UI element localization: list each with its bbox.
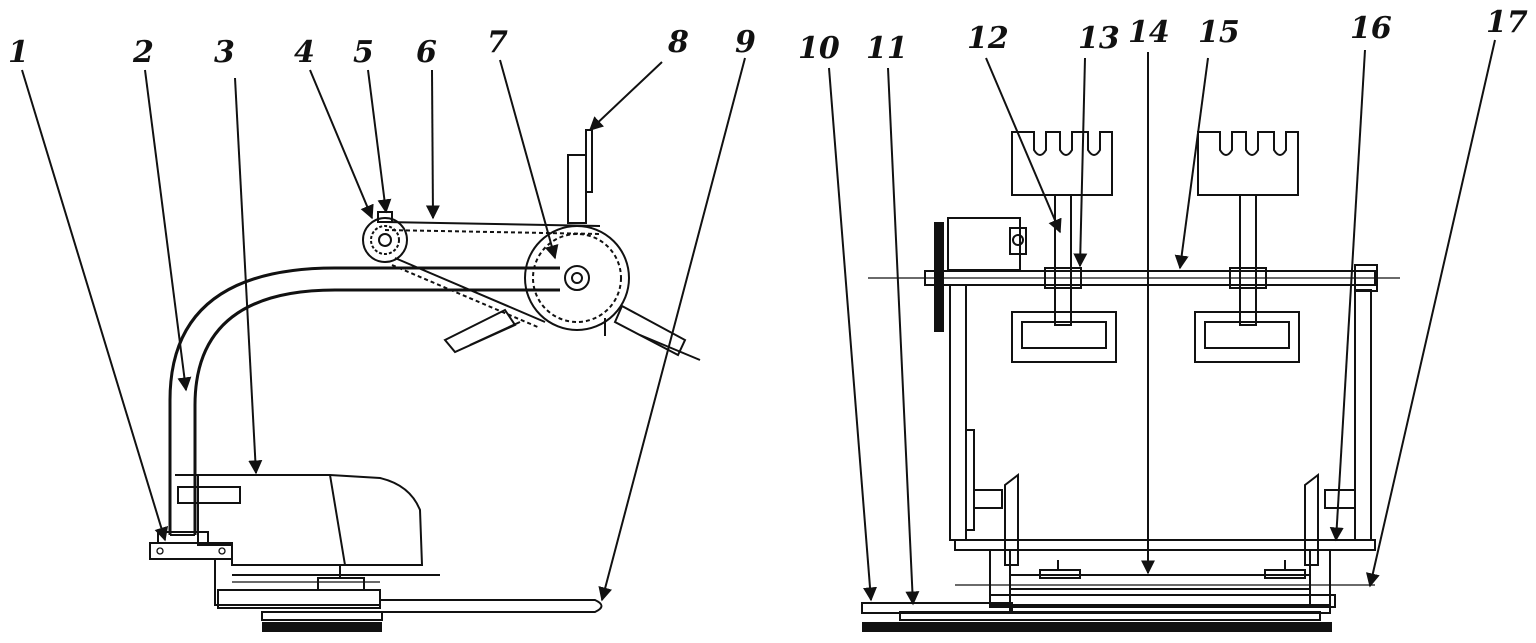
label-3: 3	[214, 35, 235, 70]
label-14: 14	[1128, 15, 1170, 50]
bottom-plate	[1009, 574, 1311, 590]
front-view	[861, 131, 1400, 632]
upright-post	[567, 154, 587, 224]
label-17: 17	[1486, 5, 1528, 40]
label-11: 11	[866, 31, 908, 66]
upper-holder-left	[1011, 131, 1113, 196]
label-1: 1	[8, 35, 29, 70]
label-5: 5	[353, 35, 374, 70]
drive-gear	[934, 222, 944, 332]
label-16: 16	[1350, 11, 1392, 46]
label-2: 2	[132, 35, 154, 70]
label-4: 4	[294, 35, 315, 70]
left-frame-column	[949, 284, 967, 541]
bottom-disc-front	[862, 622, 1332, 632]
leader-lines	[21, 39, 1496, 606]
chain-lower	[394, 257, 546, 323]
housing	[175, 474, 424, 566]
chain-upper	[384, 221, 601, 227]
label-9: 9	[735, 25, 756, 60]
label-10: 10	[798, 31, 840, 66]
label-12: 12	[967, 21, 1009, 56]
label-15: 15	[1198, 15, 1240, 50]
label-13: 13	[1078, 21, 1120, 56]
label-7: 7	[487, 25, 508, 60]
curved-frame-arm	[168, 266, 560, 535]
top-plate	[585, 129, 593, 193]
small-sprocket	[362, 217, 408, 263]
bottom-disc	[262, 622, 382, 632]
lower-holder-left	[1011, 311, 1117, 363]
label-6: 6	[416, 35, 437, 70]
callout-labels: 1 2 3 4 5 6 7 8 9 10 11 12 13 14 15 16 1…	[8, 5, 1528, 70]
main-shaft	[924, 270, 1376, 286]
lower-holder-right	[1194, 311, 1300, 363]
upper-holder-right	[1197, 131, 1299, 196]
side-view	[149, 129, 701, 632]
label-8: 8	[667, 25, 689, 60]
large-sprocket	[524, 225, 630, 331]
right-frame-column	[1354, 289, 1372, 541]
rod	[380, 599, 603, 613]
